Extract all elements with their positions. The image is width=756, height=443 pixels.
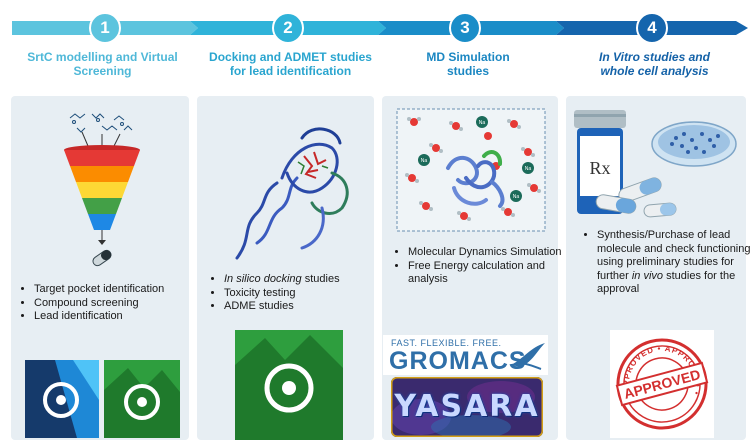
step-1-bullet-1: Target pocket identification — [34, 283, 194, 297]
step-2-title: Docking and ADMET studies for lead ident… — [209, 50, 372, 78]
docked-protein-structure-illustration — [235, 127, 349, 260]
step-3-bullet-2: Free Energy calculation and analysis — [408, 260, 563, 287]
step-3-number: 3 — [449, 12, 481, 44]
md-simulation-box-illustration: Na Na Na Na — [396, 108, 546, 232]
water-molecules — [408, 118, 538, 220]
step-4-bullet-1: Synthesis/Purchase of lead molecule and … — [597, 229, 752, 297]
screening-software-logo-blue — [25, 360, 99, 438]
step-2-bullet-2: Toxicity testing — [224, 287, 384, 301]
step-1-bullet-list: Target pocket identification Compound sc… — [22, 283, 194, 324]
screening-software-logo-green — [104, 360, 180, 438]
step-2-bullet-1-text: studies — [301, 273, 340, 285]
step-2-bullet-list: In silico docking studies Toxicity testi… — [212, 273, 384, 314]
rx-label: Rx — [589, 158, 610, 178]
ion-label: Na — [525, 166, 532, 172]
capsules — [595, 177, 677, 218]
step-1-bullet-2: Compound screening — [34, 297, 194, 311]
step-2-bullet-3: ADME studies — [224, 300, 384, 314]
swift-bird-icon — [511, 343, 545, 370]
step-1-title: SrtC modelling and Virtual Screening — [27, 50, 178, 78]
step-4-bullet-text-2: studies for the approval — [597, 269, 736, 296]
in-vitro-illustration: Rx — [574, 110, 737, 218]
step-1-number: 1 — [89, 12, 121, 44]
step-4-bullet-text-1: Synthesis/Purchase of lead molecule and … — [597, 229, 751, 282]
step-1-bullet-3: Lead identification — [34, 310, 194, 324]
ion-label: Na — [513, 194, 520, 200]
step-2-number: 2 — [272, 12, 304, 44]
step-3-title: MD Simulation studies — [426, 50, 510, 78]
step-4-number: 4 — [636, 12, 668, 44]
step-4-bullet-list: Synthesis/Purchase of lead molecule and … — [585, 229, 752, 297]
gromacs-wordmark: GROMACS — [389, 347, 527, 375]
yasara-logo: YASARA — [391, 377, 543, 437]
sodium-ions — [418, 116, 534, 202]
approved-stamp: APPROVED • APPROVED • APPROVED — [614, 336, 709, 430]
step-3-bullet-list: Molecular Dynamics Simulation Free Energ… — [396, 246, 563, 287]
approved-label: APPROVED — [622, 366, 702, 402]
yasara-wordmark: YASARA — [394, 389, 540, 424]
gromacs-tagline: FAST. FLEXIBLE. FREE. — [391, 338, 502, 348]
gromacs-logo: FAST. FLEXIBLE. FREE. GROMACS — [383, 335, 548, 375]
step-2-bullet-1-italic: In silico docking — [224, 273, 302, 285]
petri-dish — [651, 121, 737, 167]
ion-label: Na — [479, 120, 486, 126]
pill-bottle — [574, 110, 626, 214]
step-4-title: In Vitro studies and whole cell analysis — [599, 50, 710, 78]
step-4-bullet-text-italic: in vivo — [631, 269, 664, 282]
ion-label: Na — [421, 158, 428, 164]
virtual-screening-funnel-illustration — [64, 113, 140, 267]
step-2-bullet-1: In silico docking studies — [224, 273, 384, 287]
docking-software-logo — [235, 330, 343, 440]
step-3-bullet-1: Molecular Dynamics Simulation — [408, 246, 563, 260]
yasara-background-texture — [391, 377, 543, 437]
